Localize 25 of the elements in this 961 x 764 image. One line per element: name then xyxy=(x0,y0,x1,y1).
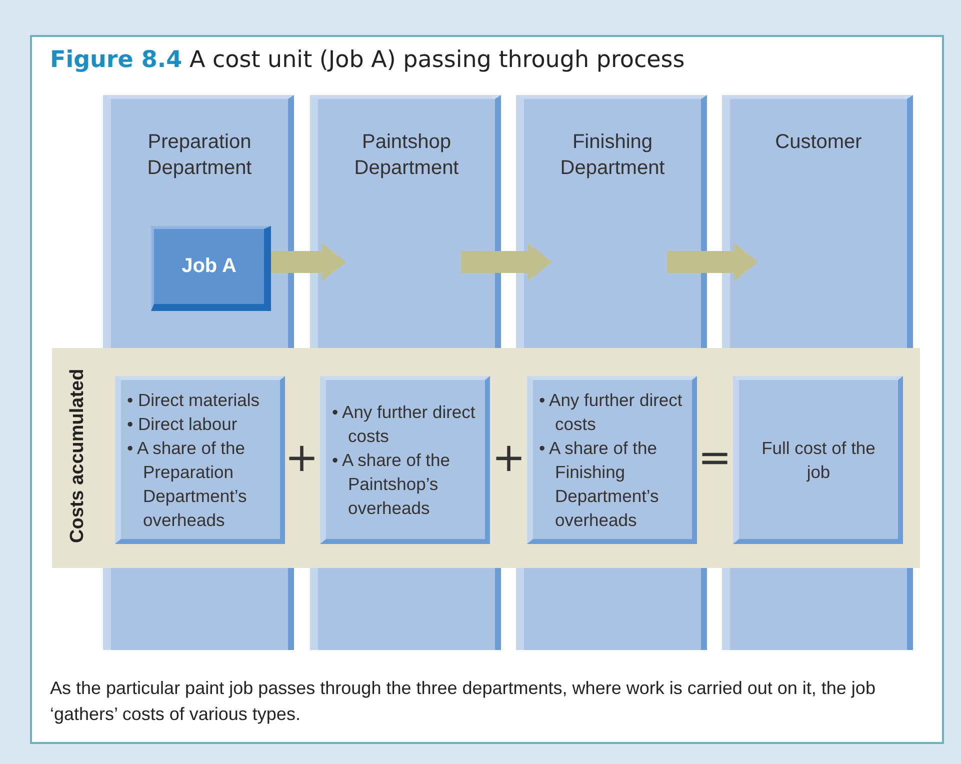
cost-box xyxy=(733,376,903,544)
figure-title: Figure 8.4 A cost unit (Job A) passing through process xyxy=(50,47,685,73)
bullet-item: • Any further direct costs xyxy=(539,388,684,436)
department-heading: Customer xyxy=(774,130,863,155)
block-arrow xyxy=(271,243,346,281)
cost-box xyxy=(115,376,285,544)
operator-sign: + xyxy=(285,438,319,478)
bullet-item: • Direct materials xyxy=(127,388,261,412)
bullet-item: • A share of the Paintshop’s overheads xyxy=(332,448,452,520)
department-heading: Paintshop Department xyxy=(353,130,460,181)
operator-sign: + xyxy=(492,438,526,478)
bullet-item: • A share of the Preparation Department’s overheads xyxy=(127,436,248,532)
bullet-item: • A share of the Finishing Department’s overheads xyxy=(539,436,660,532)
caption-text: As the particular paint job passes through the three departments, where work is carried out on it, the job ‘gathers’ costs of various types. xyxy=(50,677,876,726)
job-box: Job A xyxy=(151,226,271,311)
operator-sign: = xyxy=(698,438,732,478)
cost-box xyxy=(527,376,697,544)
block-arrow xyxy=(667,243,758,281)
cost-text: Full cost of the job xyxy=(760,436,876,484)
bullet-item: • Direct labour xyxy=(127,412,238,436)
department-heading: Preparation Department xyxy=(146,130,253,181)
cost-box xyxy=(320,376,490,544)
bullet-item: • Any further direct costs xyxy=(332,400,476,448)
department-heading: Finishing Department xyxy=(559,130,666,181)
block-arrow xyxy=(461,243,552,281)
